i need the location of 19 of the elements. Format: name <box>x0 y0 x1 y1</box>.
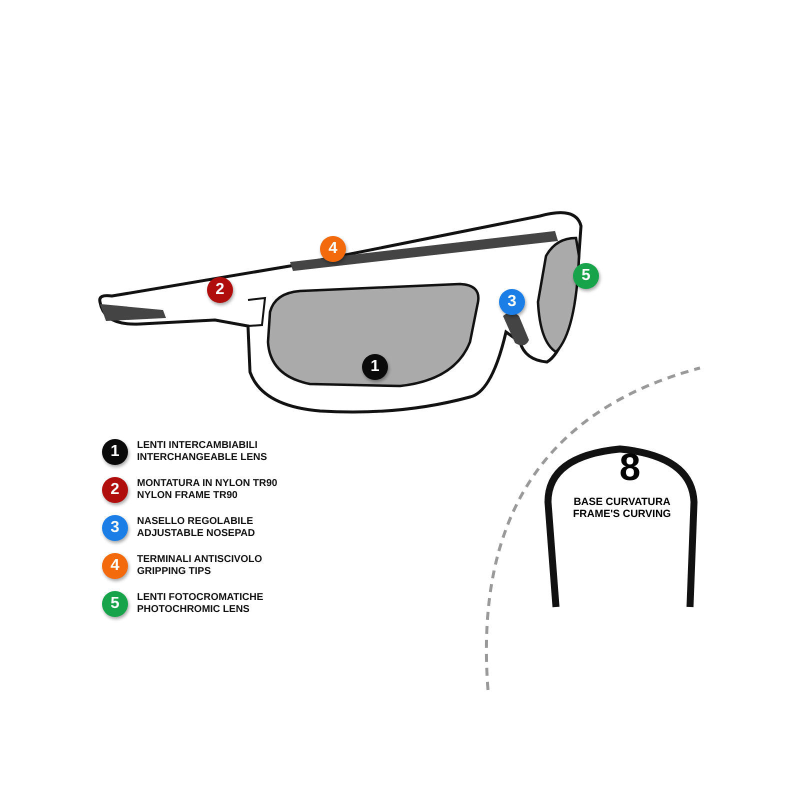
legend-text: NASELLO REGOLABILE <box>137 516 254 528</box>
legend-text: LENTI FOTOCROMATICHE <box>137 592 264 604</box>
legend-text: GRIPPING TIPS <box>137 566 212 578</box>
callout-number: 3 <box>102 515 128 541</box>
callout-number: 4 <box>102 553 128 579</box>
callout-number: 5 <box>573 263 599 289</box>
legend-text: INTERCHANGEABLE LENS <box>137 452 268 464</box>
legend-text: MONTATURA IN NYLON TR90 <box>137 478 278 490</box>
callout-number: 2 <box>102 477 128 503</box>
curve-value: 8 <box>618 447 642 490</box>
callout-number: 4 <box>320 236 346 262</box>
legend-text: TERMINALI ANTISCIVOLO <box>137 554 262 566</box>
legend-text: PHOTOCHROMIC LENS <box>137 604 251 616</box>
callout-number: 5 <box>102 591 128 617</box>
legend-text: LENTI INTERCAMBIABILI <box>137 440 259 452</box>
callout-number: 1 <box>102 439 128 465</box>
legend-text: ADJUSTABLE NOSEPAD <box>137 528 255 540</box>
curve-caption: BASE CURVATURA FRAME'S CURVING <box>572 496 672 520</box>
legend-text: NYLON FRAME TR90 <box>137 490 239 502</box>
